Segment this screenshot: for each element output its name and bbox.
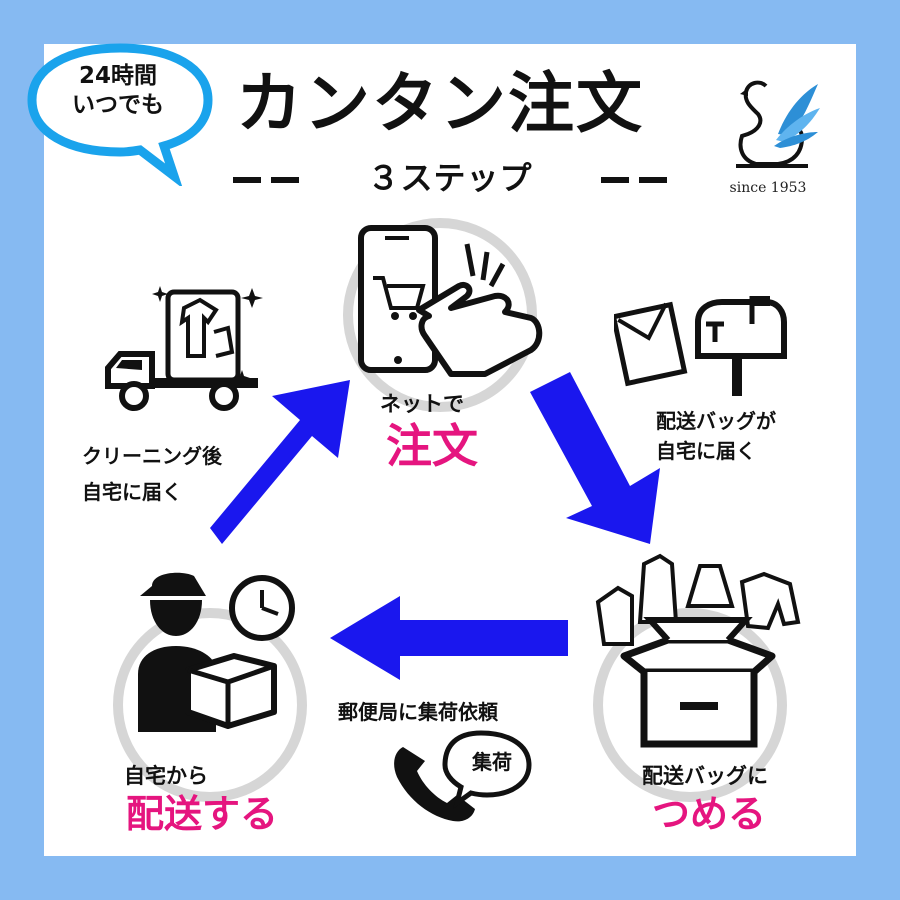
arrow-up-left	[210, 380, 350, 544]
dash-right-2	[639, 177, 667, 183]
badge-line2: いつでも	[72, 92, 164, 118]
open-box-clothes-icon	[595, 553, 801, 748]
phone-icon	[394, 730, 532, 822]
logo-since: since 1953	[729, 180, 807, 196]
dash-left-2	[271, 177, 299, 183]
step3-caption: 自宅から	[124, 764, 208, 788]
delivery-line2: 自宅に届く	[656, 439, 756, 463]
step2-caption: 配送バッグに	[642, 764, 768, 788]
step2-action: つめる	[652, 792, 767, 836]
step2-number-watermark	[593, 608, 787, 802]
steps-text: ３ステップ	[367, 159, 533, 197]
page-title: カンタン注文	[236, 65, 644, 142]
pickup-caption: 郵便局に集荷依頼	[338, 700, 498, 724]
arrow-down-right	[530, 372, 660, 544]
mailbox-icon	[695, 296, 787, 396]
steps-subtitle: ３ステップ	[225, 158, 675, 198]
delivery-caption: 配送バッグが 自宅に届く	[656, 406, 776, 466]
badge-line1: 24時間	[78, 63, 157, 89]
step1-action: 注文	[386, 419, 478, 473]
badge-bubble	[27, 43, 213, 186]
return-line1: クリーニング後	[82, 444, 222, 468]
return-caption: クリーニング後 自宅に届く	[82, 438, 222, 510]
delivery-line1: 配送バッグが	[656, 409, 776, 433]
envelope-icon	[614, 301, 688, 387]
step3-number-watermark	[113, 608, 307, 802]
arrow-left	[330, 596, 568, 680]
smartphone-shopping-cart-icon	[358, 225, 543, 377]
envelope-mailbox-icons	[614, 296, 787, 396]
pickup-bubble-text: 集荷	[472, 750, 512, 774]
badge-text: 24時間 いつでも	[48, 62, 188, 120]
step3-action: 配送する	[126, 792, 279, 836]
dash-right-1	[601, 177, 629, 183]
dash-left-1	[233, 177, 261, 183]
step1-number-watermark	[343, 218, 537, 412]
step1-caption: ネットで	[380, 392, 464, 416]
delivery-person-clock-icon	[138, 572, 295, 732]
swan-logo-icon	[736, 80, 820, 168]
truck-clothes-icon	[105, 286, 263, 411]
return-line2: 自宅に届く	[82, 480, 182, 504]
